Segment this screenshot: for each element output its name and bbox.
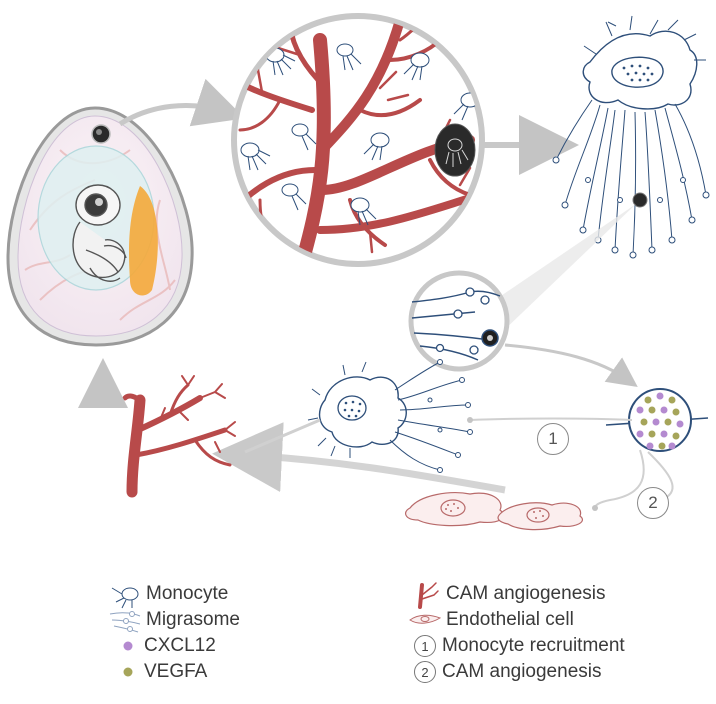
legend-vegfa: VEGFA (118, 661, 207, 683)
step-2-marker: 2 (637, 487, 669, 519)
legend-num-2: 2 (414, 661, 436, 683)
legend-cam-angiogenesis: CAM angiogenesis (446, 583, 605, 605)
embryo-figure (72, 184, 127, 282)
legend-migrasome-label: Migrasome (146, 609, 240, 630)
legend-cxcl12: CXCL12 (118, 635, 216, 657)
legend-cam-angiogenesis-step-label: CAM angiogenesis (442, 661, 602, 682)
step-2-label: 2 (648, 493, 658, 512)
zoom-circle-migrasome (408, 270, 510, 372)
legend-cam-angiogenesis-label: CAM angiogenesis (446, 583, 606, 604)
arrow-migrasome-to-content (504, 343, 638, 387)
legend-endothelial-icon (409, 614, 442, 624)
vegfa-dot-icon (118, 661, 138, 683)
pathway-line-1 (469, 417, 633, 421)
legend-cam-angiogenesis-step: 2 CAM angiogenesis (414, 661, 601, 683)
legend-monocyte-icon (111, 587, 139, 609)
step-1-marker: 1 (537, 423, 569, 455)
legend-monocyte-recruitment: 1 Monocyte recruitment (414, 635, 625, 657)
arrow-to-angiogenesis (212, 422, 506, 494)
pathway-line-2 (594, 449, 645, 509)
zoom-cone (492, 204, 636, 334)
legend-vegfa-label: VEGFA (144, 661, 208, 682)
legend-endothelial: Endothelial cell (446, 609, 574, 631)
legend-monocyte-label: Monocyte (146, 583, 229, 604)
legend-monocyte: Monocyte (146, 583, 228, 605)
arrow-egg-to-zoom (118, 78, 245, 127)
legend-cxcl12-label: CXCL12 (144, 635, 216, 656)
legend-monocyte-recruitment-label: Monocyte recruitment (442, 635, 625, 656)
angiogenesis-vessel (122, 375, 236, 498)
yolk-sac (129, 186, 158, 296)
migrasome-content-circle (605, 388, 709, 452)
legend-endothelial-label: Endothelial cell (446, 609, 574, 630)
legend-migrasome-icon (109, 611, 141, 633)
legend-migrasome: Migrasome (146, 609, 240, 631)
endothelial-cells (405, 492, 583, 531)
legend-num-1: 1 (414, 635, 436, 657)
recruited-monocyte (307, 359, 473, 473)
egg (6, 106, 194, 347)
zoom-circle-vessels (231, 13, 485, 267)
monocyte-large (552, 15, 710, 259)
cxcl12-dot-icon (118, 635, 138, 657)
step-1-label: 1 (548, 429, 558, 448)
legend-vessel-icon (418, 582, 439, 609)
